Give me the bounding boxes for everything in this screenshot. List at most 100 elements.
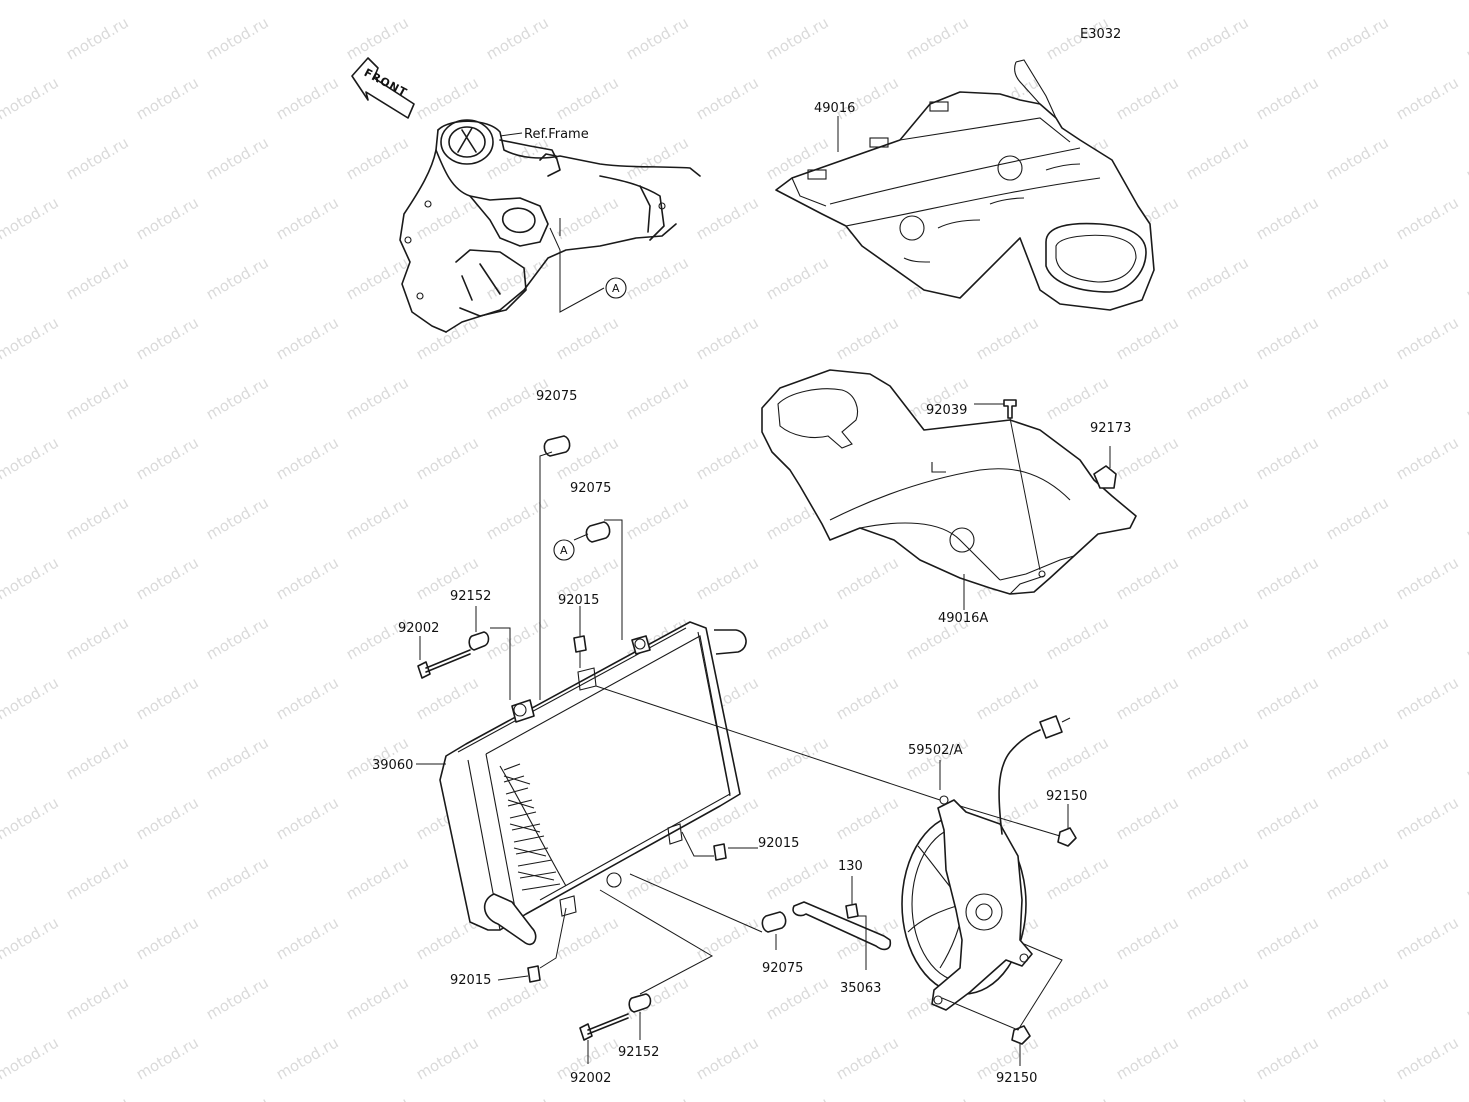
watermark-text: motod.ru: [1393, 1033, 1462, 1083]
watermark-text: motod.ru: [343, 253, 412, 303]
watermark-text: motod.ru: [203, 13, 272, 63]
watermark-text: motod.ru: [833, 673, 902, 723]
watermark-text: motod.ru: [623, 13, 692, 63]
watermark-text: motod.ru: [1393, 193, 1462, 243]
watermark-text: motod.ru: [1113, 313, 1182, 363]
watermark-text: motod.ru: [0, 433, 62, 483]
watermark-text: motod.ru: [273, 193, 342, 243]
watermark-text: motod.ru: [1463, 493, 1469, 543]
watermark-text: motod.ru: [1463, 133, 1469, 183]
watermark-text: motod.ru: [413, 0, 482, 3]
label-49016A: 49016A: [938, 611, 988, 626]
watermark-text: motod.ru: [1043, 613, 1112, 663]
watermark-text: motod.ru: [133, 313, 202, 363]
watermark-text: motod.ru: [693, 193, 762, 243]
watermark-text: motod.ru: [553, 0, 622, 3]
watermark-text: motod.ru: [273, 793, 342, 843]
watermark-text: motod.ru: [203, 253, 272, 303]
front-arrow: FRONT: [351, 57, 415, 119]
watermark-text: motod.ru: [1113, 673, 1182, 723]
watermark-text: motod.ru: [63, 1093, 132, 1102]
watermark-text: motod.ru: [0, 553, 62, 603]
watermark-text: motod.ru: [623, 133, 692, 183]
watermark-text: motod.ru: [273, 0, 342, 3]
watermark-text: motod.ru: [413, 193, 482, 243]
watermark-text: motod.ru: [483, 1093, 552, 1102]
watermark-text: motod.ru: [0, 313, 62, 363]
watermark-text: motod.ru: [903, 1093, 972, 1102]
watermark-text: motod.ru: [1253, 913, 1322, 963]
watermark-text: motod.ru: [1113, 793, 1182, 843]
watermark-text: motod.ru: [833, 313, 902, 363]
watermark-text: motod.ru: [1463, 1093, 1469, 1102]
watermark-text: motod.ru: [483, 13, 552, 63]
watermark-text: motod.ru: [273, 73, 342, 123]
watermark-text: motod.ru: [413, 433, 482, 483]
watermark-text: motod.ru: [343, 13, 412, 63]
watermark-text: motod.ru: [763, 853, 832, 903]
watermark-text: motod.ru: [343, 1093, 412, 1102]
label-92150-top: 92150: [1046, 789, 1087, 804]
label-39060: 39060: [372, 758, 413, 773]
watermark-text: motod.ru: [1323, 853, 1392, 903]
watermark-text: motod.ru: [63, 373, 132, 423]
watermark-text: motod.ru: [63, 253, 132, 303]
watermark-text: motod.ru: [763, 613, 832, 663]
label-35063: 35063: [840, 981, 881, 996]
watermark-text: motod.ru: [0, 913, 62, 963]
watermark-text: motod.ru: [693, 553, 762, 603]
watermark-text: motod.ru: [273, 433, 342, 483]
watermark-text: motod.ru: [203, 133, 272, 183]
bracket-35063: 35063: [792, 901, 892, 996]
watermark-text: motod.ru: [63, 493, 132, 543]
watermark-text: motod.ru: [693, 0, 762, 3]
watermark-text: motod.ru: [1253, 313, 1322, 363]
watermark-text: motod.ru: [1463, 613, 1469, 663]
watermark-text: motod.ru: [1183, 973, 1252, 1023]
watermark-text: motod.ru: [1113, 553, 1182, 603]
watermark-text: motod.ru: [1463, 13, 1469, 63]
watermark-text: motod.ru: [973, 673, 1042, 723]
watermark-text: motod.ru: [273, 673, 342, 723]
watermark-text: motod.ru: [553, 313, 622, 363]
nut-92015-right: 92015: [681, 831, 799, 861]
watermark-text: motod.ru: [1393, 313, 1462, 363]
label-92039: 92039: [926, 403, 967, 418]
watermark-text: motod.ru: [763, 973, 832, 1023]
watermark-text: motod.ru: [343, 973, 412, 1023]
watermark-text: motod.ru: [483, 613, 552, 663]
watermark-text: motod.ru: [1113, 1033, 1182, 1083]
label-92173: 92173: [1090, 421, 1131, 436]
watermark-text: motod.ru: [1183, 733, 1252, 783]
watermark-text: motod.ru: [903, 733, 972, 783]
watermark-text: motod.ru: [1463, 973, 1469, 1023]
watermark-text: motod.ru: [1253, 193, 1322, 243]
watermark-text: motod.ru: [1253, 673, 1322, 723]
watermark-text: motod.ru: [553, 73, 622, 123]
watermark-text: motod.ru: [0, 793, 62, 843]
watermark-text: motod.ru: [203, 373, 272, 423]
watermark-text: motod.ru: [1323, 253, 1392, 303]
watermark-text: motod.ru: [343, 853, 412, 903]
grommet-92075-mid: A 92075: [553, 481, 623, 640]
watermark-text: motod.ru: [1463, 853, 1469, 903]
watermark-text: motod.ru: [553, 193, 622, 243]
watermark-text: motod.ru: [1323, 733, 1392, 783]
watermark-text: motod.ru: [273, 1033, 342, 1083]
watermark-text: motod.ru: [63, 133, 132, 183]
watermark-text: motod.ru: [1113, 913, 1182, 963]
label-92075-low: 92075: [762, 961, 803, 976]
watermark-text: motod.ru: [1043, 1093, 1112, 1102]
watermark-text: motod.ru: [1393, 673, 1462, 723]
watermark-text: motod.ru: [133, 793, 202, 843]
watermark-text: motod.ru: [0, 1033, 62, 1083]
watermark-text: motod.ru: [693, 433, 762, 483]
watermark-text: motod.ru: [413, 1033, 482, 1083]
watermark-text: motod.ru: [1043, 973, 1112, 1023]
watermark-text: motod.ru: [273, 913, 342, 963]
watermark-text: motod.ru: [1323, 133, 1392, 183]
watermark-text: motod.ru: [133, 673, 202, 723]
watermark-text: motod.ru: [203, 853, 272, 903]
watermark-text: motod.ru: [203, 973, 272, 1023]
